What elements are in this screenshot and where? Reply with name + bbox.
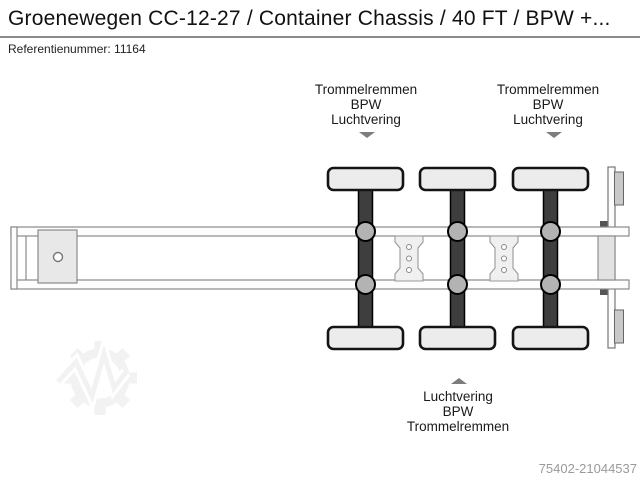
chassis-rails <box>10 226 630 290</box>
cross-member-1 <box>394 235 424 282</box>
axle-2 <box>418 166 497 351</box>
axle-2-wheel-top <box>418 166 497 192</box>
axle-1-mount <box>355 274 376 295</box>
axle-1-wheel-bottom <box>326 325 405 351</box>
axle-label-middle-line1: Luchtvering <box>423 389 493 404</box>
axle-label-front-line1: Trommelremmen <box>314 82 418 97</box>
axle-3 <box>511 166 590 351</box>
arrow-down-icon <box>546 132 562 138</box>
axle-label-front-line2: BPW <box>350 97 382 112</box>
arrow-up-icon <box>451 378 467 384</box>
cross-member-2 <box>489 235 519 282</box>
axle-label-middle-line2: BPW <box>442 404 474 419</box>
axle-label-rear-line1: Trommelremmen <box>496 82 600 97</box>
axle-3-mount <box>540 221 561 242</box>
watermark-image-id: 75402-21044537 <box>538 461 637 476</box>
axle-label-front-line3: Luchtvering <box>331 112 401 127</box>
axle-label-rear-line3: Luchtvering <box>513 112 583 127</box>
kingpin <box>52 251 64 263</box>
axle-label-middle-line3: Trommelremmen <box>406 419 510 434</box>
rear-crossmember-box <box>597 235 616 281</box>
arrow-down-icon <box>359 132 375 138</box>
axle-2-mount <box>447 221 468 242</box>
axle-1 <box>326 166 405 351</box>
axle-1-mount <box>355 221 376 242</box>
watermark-logo <box>53 334 137 415</box>
axle-3-mount <box>540 274 561 295</box>
axle-2-wheel-bottom <box>418 325 497 351</box>
page-title: Groenewegen CC-12-27 / Container Chassis… <box>8 7 611 30</box>
axle-3-wheel-bottom <box>511 325 590 351</box>
axle-label-rear: Trommelremmen BPW Luchtvering <box>497 82 599 127</box>
axle-3-wheel-top <box>511 166 590 192</box>
reference-number: Referentienummer: 11164 <box>8 42 146 56</box>
axle-1-wheel-top <box>326 166 405 192</box>
axle-label-middle: Luchtvering BPW Trommelremmen <box>407 389 509 434</box>
axle-label-front: Trommelremmen BPW Luchtvering <box>315 82 417 127</box>
kingpin-plate <box>37 229 78 284</box>
axle-2-mount <box>447 274 468 295</box>
axle-label-rear-line2: BPW <box>532 97 564 112</box>
title-divider <box>0 36 640 38</box>
